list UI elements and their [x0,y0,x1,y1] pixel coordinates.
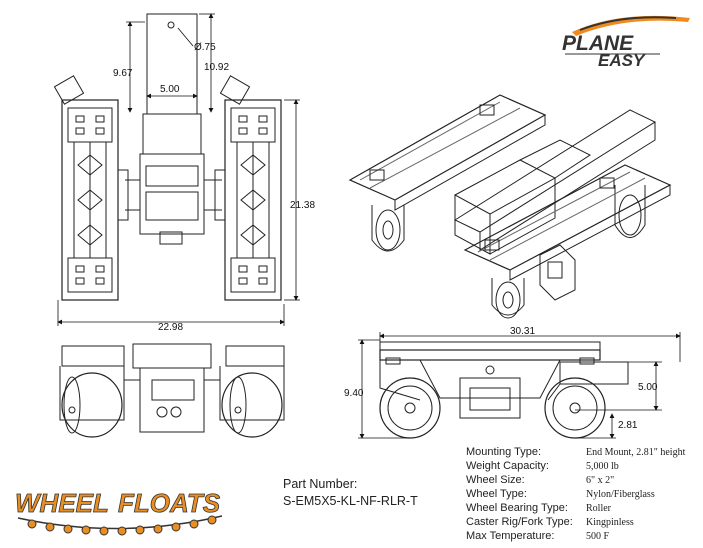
spec-label: Caster Rig/Fork Type: [466,516,573,528]
spec-value: Kingpinless [586,517,634,528]
spec-value: End Mount, 2.81" height [586,447,686,458]
dim-5-00-top: 5.00 [160,84,180,95]
logo-swoosh-icon [572,15,690,36]
top-view [53,13,282,301]
spec-label: Wheel Bearing Type: [466,502,568,514]
dim-10-92: 10.92 [204,62,229,73]
dim-5-00-side: 5.00 [638,382,658,393]
spec-label: Mounting Type: [466,446,542,458]
spec-value: 5,000 lb [586,461,619,472]
right-caster-top [214,75,282,301]
left-caster-top [53,75,129,301]
logo-wheels-icon [27,515,217,536]
dim-21-38: 21.38 [290,200,315,211]
logo-plane-text: PLANE [562,32,634,55]
isometric-view [348,94,672,319]
part-number-label: Part Number: [283,477,358,491]
spec-value: 6" x 2" [586,475,615,486]
spec-value: 500 F [586,531,610,542]
side-view-dims [358,332,681,439]
spec-label: Wheel Type: [466,488,527,500]
dim-9-67: 9.67 [113,68,133,79]
spec-value: Nylon/Fiberglass [586,489,655,500]
plane-easy-logo: PLANE EASY [562,15,690,70]
dim-22-98: 22.98 [158,322,183,333]
logo-easy-text: EASY [598,51,646,70]
dim-30-31: 30.31 [510,326,535,337]
front-right-wheel [219,366,285,438]
dim-hole-dia: Ø.75 [194,42,216,53]
top-view-dims [57,13,300,326]
wheelfloats-logo: WHEEL FLOATS [15,488,223,536]
front-view [59,343,285,438]
side-view [379,341,629,439]
iso-front-caster [463,164,672,319]
logo-wheel-text: WHEEL [15,488,109,518]
spec-label: Weight Capacity: [466,460,549,472]
spec-value: Roller [586,503,611,514]
iso-back-caster [348,94,646,252]
mount-hole [167,21,175,29]
logo-floats-text: FLOATS [118,488,221,518]
spec-label: Wheel Size: [466,474,525,486]
front-left-wheel [59,366,125,438]
mount-post [146,13,198,115]
side-left-wheel [379,360,441,439]
part-number-value: S-EM5X5-KL-NF-RLR-T [283,494,418,508]
spec-label: Max Temperature: [466,530,555,542]
dim-9-40: 9.40 [344,388,364,399]
dim-2-81: 2.81 [618,420,638,431]
side-right-wheel [544,377,606,439]
